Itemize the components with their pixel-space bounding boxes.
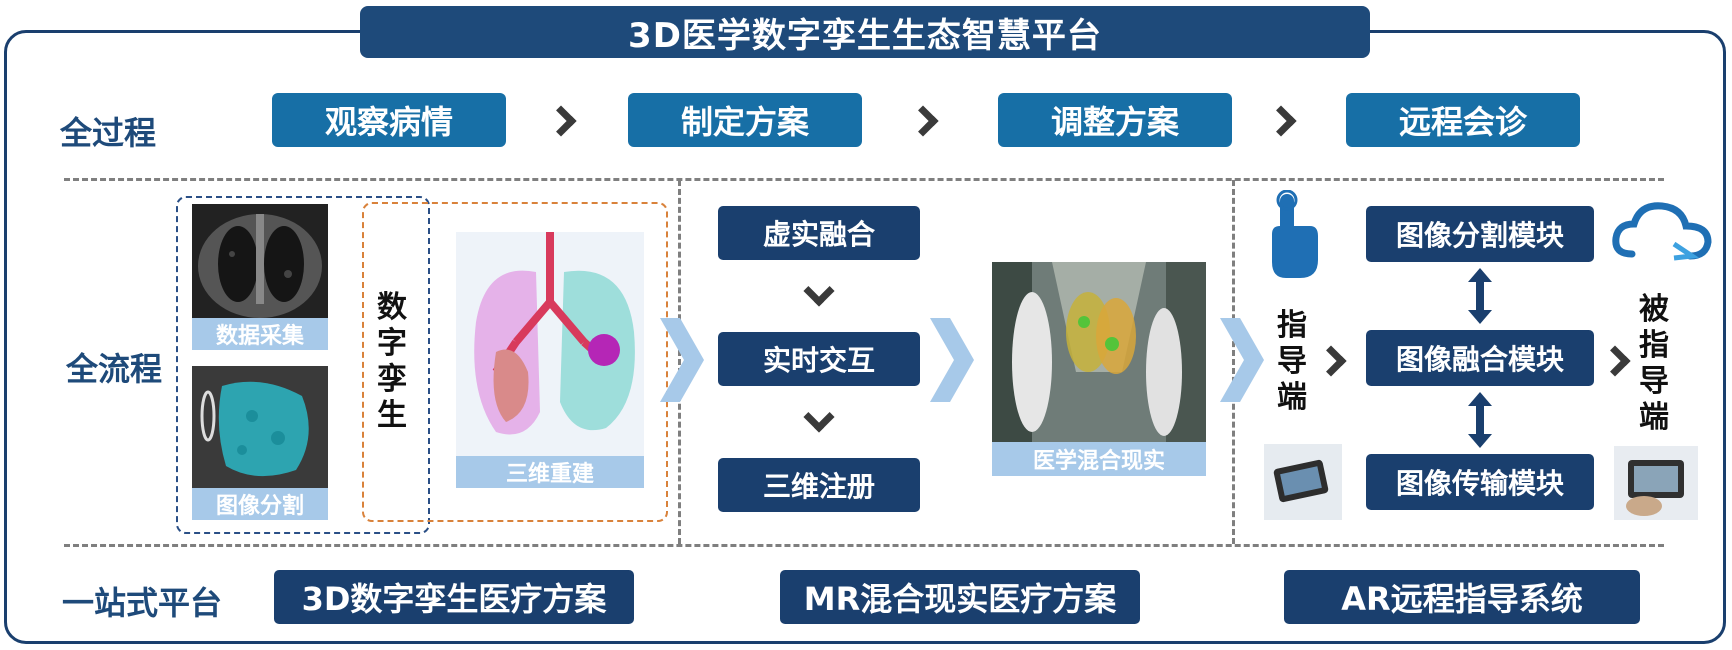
acquisition-group-box bbox=[176, 196, 430, 534]
module-transmission: 图像传输模块 bbox=[1366, 454, 1594, 510]
segmentation-image bbox=[192, 366, 328, 488]
guide-char: 导 bbox=[1277, 344, 1307, 379]
mixed-reality-photo bbox=[992, 262, 1206, 442]
digital-twin-label: 数 字 孪 生 bbox=[374, 290, 410, 434]
divider-left bbox=[678, 180, 681, 544]
flow-arrow-icon bbox=[930, 318, 974, 406]
bidirectional-arrow-icon bbox=[1468, 392, 1492, 452]
cloud-icon bbox=[1612, 198, 1712, 266]
divider-right bbox=[1232, 180, 1235, 544]
page-title: 3D医学数字孪生生态智慧平台 bbox=[360, 6, 1370, 58]
divider-bottom bbox=[64, 544, 1664, 547]
reconstruction-group-box bbox=[362, 202, 668, 522]
row-label-workflow: 全流程 bbox=[66, 350, 163, 388]
lung-3d-model-image bbox=[456, 232, 644, 456]
ct-scan-image bbox=[192, 204, 328, 318]
row-label-process: 全过程 bbox=[60, 114, 157, 152]
caption-mixed-reality: 医学混合现实 bbox=[992, 442, 1206, 476]
digital-twin-char: 生 bbox=[377, 398, 407, 433]
platform-ar-remote-guidance: AR远程指导系统 bbox=[1284, 570, 1640, 624]
process-step-4: 远程会诊 bbox=[1346, 93, 1580, 147]
bidirectional-arrow-icon bbox=[1468, 268, 1492, 328]
flow-arrow-icon bbox=[660, 318, 704, 406]
digital-twin-char: 孪 bbox=[377, 362, 407, 397]
caption-data-collection: 数据采集 bbox=[192, 318, 328, 350]
module-fusion: 图像融合模块 bbox=[1366, 330, 1594, 386]
digital-twin-char: 字 bbox=[377, 326, 407, 361]
guide-char: 指 bbox=[1277, 308, 1307, 343]
tablet-guide-photo bbox=[1264, 444, 1342, 520]
process-step-2: 制定方案 bbox=[628, 93, 862, 147]
caption-reconstruction: 三维重建 bbox=[456, 456, 644, 488]
mr-step-fusion: 虚实融合 bbox=[718, 206, 920, 260]
module-segmentation: 图像分割模块 bbox=[1366, 206, 1594, 262]
guided-char: 指 bbox=[1639, 328, 1669, 363]
process-step-1: 观察病情 bbox=[272, 93, 506, 147]
guided-end-label: 被 指 导 端 bbox=[1636, 292, 1672, 436]
caption-segmentation: 图像分割 bbox=[192, 488, 328, 520]
guided-char: 端 bbox=[1639, 400, 1669, 435]
tablet-guided-photo bbox=[1614, 446, 1698, 520]
mr-step-registration: 三维注册 bbox=[718, 458, 920, 512]
hand-pointer-icon bbox=[1266, 189, 1322, 284]
guided-char: 被 bbox=[1639, 292, 1669, 327]
flow-arrow-icon bbox=[1220, 318, 1264, 406]
digital-twin-char: 数 bbox=[377, 290, 407, 325]
mr-step-interaction: 实时交互 bbox=[718, 332, 920, 386]
row-label-platform: 一站式平台 bbox=[62, 584, 223, 622]
guided-char: 导 bbox=[1639, 364, 1669, 399]
process-step-3: 调整方案 bbox=[998, 93, 1232, 147]
platform-3d-digital-twin: 3D数字孪生医疗方案 bbox=[274, 570, 634, 624]
divider-top bbox=[64, 178, 1664, 181]
platform-mr-mixed-reality: MR混合现实医疗方案 bbox=[780, 570, 1140, 624]
guide-char: 端 bbox=[1277, 380, 1307, 415]
guide-end-label: 指 导 端 bbox=[1274, 308, 1310, 416]
